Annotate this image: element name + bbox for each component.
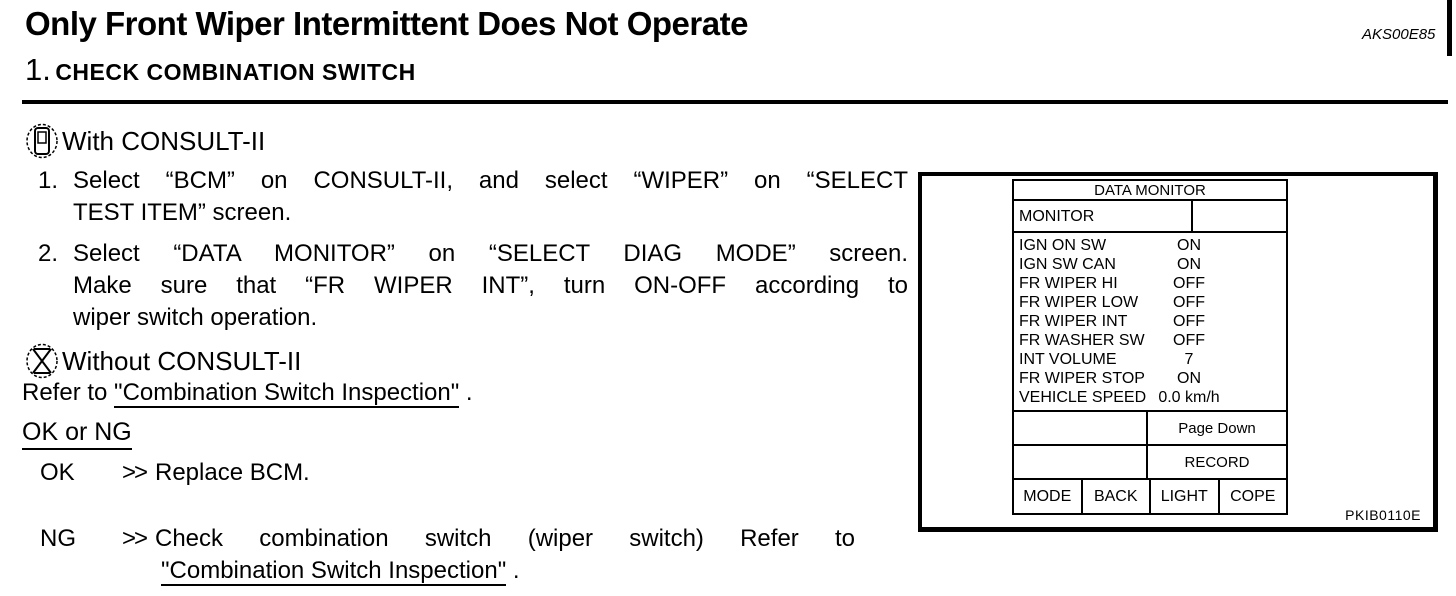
signal-name: FR WIPER STOP [1019,370,1145,387]
ok-label: OK [40,459,75,486]
with-consult-label: With CONSULT-II [62,126,266,156]
result-arrow: >> [122,459,148,486]
signal-value: ON [1177,370,1201,387]
monitor-row: IGN ON SW ON [1014,236,1286,255]
data-monitor-table: DATA MONITOR MONITOR IGN ON SW ON IGN SW … [1012,179,1288,515]
procedure-step-1: 1. Select “BCM” on CONSULT-II, and selec… [22,165,908,229]
monitor-header-empty-cell [1193,201,1286,231]
empty-cell [1014,412,1148,444]
page-title: Only Front Wiper Intermittent Does Not O… [25,5,748,42]
monitor-row: INT VOLUME 7 [1014,350,1286,369]
no-consult-ii-icon [26,343,58,379]
monitor-header-label: MONITOR [1014,201,1193,231]
signal-name: IGN ON SW [1019,237,1107,254]
monitor-row: FR WIPER LOW OFF [1014,293,1286,312]
monitor-row: FR WASHER SW OFF [1014,331,1286,350]
ng-suffix: . [506,557,520,584]
monitor-row: FR WIPER STOP ON [1014,369,1286,388]
signal-value: ON [1177,256,1201,273]
step-line: TEST ITEM” screen. [73,199,292,226]
monitor-row: IGN SW CAN ON [1014,255,1286,274]
without-consult-label: Without CONSULT-II [62,346,302,376]
signal-value: OFF [1173,332,1205,349]
signal-name: IGN SW CAN [1019,256,1116,273]
ng-result-row: NG >> Check combination switch (wiper sw… [22,523,908,587]
copy-button: COPE [1230,488,1276,505]
signal-value: OFF [1173,275,1205,292]
page-edge-mark [1447,0,1452,56]
monitor-button-row: MODE BACK LIGHT COPE [1014,480,1286,513]
ng-action-line: Check combination switch (wiper switch) … [155,525,855,552]
monitor-header-row: MONITOR [1014,201,1286,233]
consult-ii-icon [26,123,58,159]
signal-value: OFF [1173,313,1205,330]
section-number: 1. [25,52,51,87]
step-line: wiper switch operation. [73,304,318,331]
combination-switch-inspection-link[interactable]: "Combination Switch Inspection" [161,557,507,586]
signal-value: 0.0 km/h [1158,389,1220,406]
record-row: RECORD [1014,446,1286,480]
section-heading: 1. CHECK COMBINATION SWITCH [25,52,416,88]
signal-name: FR WIPER INT [1019,313,1128,330]
refer-prefix: Refer to [22,379,115,406]
signal-name: INT VOLUME [1019,351,1117,368]
ok-result-row: OK >> Replace BCM. [22,457,908,489]
without-consult-line: Without CONSULT-II [22,343,908,379]
signal-name: FR WIPER HI [1019,275,1118,292]
result-arrow: >> [122,525,148,552]
signal-name: FR WASHER SW [1019,332,1145,349]
signal-value: OFF [1173,294,1205,311]
ng-action-line: "Combination Switch Inspection" . [155,555,855,587]
combination-switch-inspection-link[interactable]: "Combination Switch Inspection" [114,379,460,408]
light-button: LIGHT [1151,480,1220,513]
signal-value: ON [1177,237,1201,254]
signal-name: VEHICLE SPEED [1019,389,1147,406]
step-number: 2. [38,240,59,267]
heading-divider [22,100,1448,104]
section-title: CHECK COMBINATION SWITCH [55,59,416,85]
signal-value: 7 [1184,351,1194,368]
step-line: Select “DATA MONITOR” on “SELECT DIAG MO… [73,240,908,267]
mode-button: MODE [1014,480,1083,513]
empty-cell [1014,446,1148,478]
monitor-row: FR WIPER HI OFF [1014,274,1286,293]
procedure-step-2: 2. Select “DATA MONITOR” on “SELECT DIAG… [22,238,908,334]
figure-consult-screen: DATA MONITOR MONITOR IGN ON SW ON IGN SW … [918,172,1438,532]
figure-code: PKIB0110E [1345,507,1421,523]
ok-or-ng-heading: OK or NG [22,418,132,450]
monitor-row: FR WIPER INT OFF [1014,312,1286,331]
monitor-title: DATA MONITOR [1014,181,1286,201]
ng-action: Check combination switch (wiper switch) … [155,523,855,587]
with-consult-line: With CONSULT-II [22,123,908,159]
step-line: Make sure that “FR WIPER INT”, turn ON-O… [73,272,908,299]
record-button: RECORD [1184,454,1250,471]
refer-line: Refer to "Combination Switch Inspection"… [22,377,908,409]
step-number: 1. [38,167,59,194]
page-down-button: Page Down [1178,420,1256,437]
signal-name: FR WIPER LOW [1019,294,1139,311]
doc-code: AKS00E85 [1362,26,1436,43]
ok-action: Replace BCM. [155,459,310,486]
step-line: Select “BCM” on CONSULT-II, and select “… [73,167,908,194]
step-text: Select “DATA MONITOR” on “SELECT DIAG MO… [73,238,908,334]
monitor-row: VEHICLE SPEED 0.0 km/h [1014,388,1286,407]
back-button: BACK [1083,480,1151,513]
step-text: Select “BCM” on CONSULT-II, and select “… [73,165,908,229]
refer-suffix: . [459,379,473,406]
page-down-row: Page Down [1014,412,1286,446]
ng-label: NG [40,525,76,552]
